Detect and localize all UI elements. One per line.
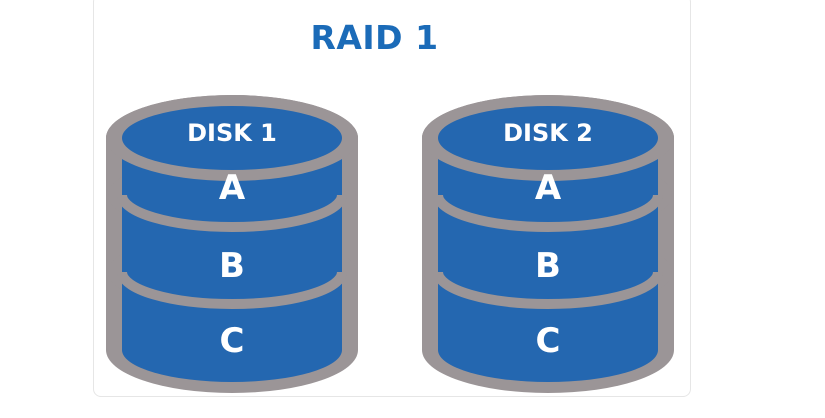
platter-lip	[433, 194, 663, 232]
block-label-a: A	[219, 168, 246, 208]
block-label-a: A	[535, 168, 562, 208]
diagram-title: RAID 1	[310, 18, 439, 57]
disk-name-label: DISK 2	[503, 119, 593, 147]
block-label-b: B	[535, 246, 561, 286]
disk-name-label: DISK 1	[187, 119, 277, 147]
platter-lip	[433, 271, 663, 309]
disk-top-face	[438, 106, 658, 170]
block-label-b: B	[219, 246, 245, 286]
platter-lip	[117, 194, 347, 232]
disk-2: DISK 2 ABC	[422, 95, 674, 393]
disk-1: DISK 1 ABC	[106, 95, 358, 393]
block-label-c: C	[536, 321, 561, 361]
block-label-c: C	[220, 321, 245, 361]
platter-lip	[117, 271, 347, 309]
disk-top-face	[122, 106, 342, 170]
